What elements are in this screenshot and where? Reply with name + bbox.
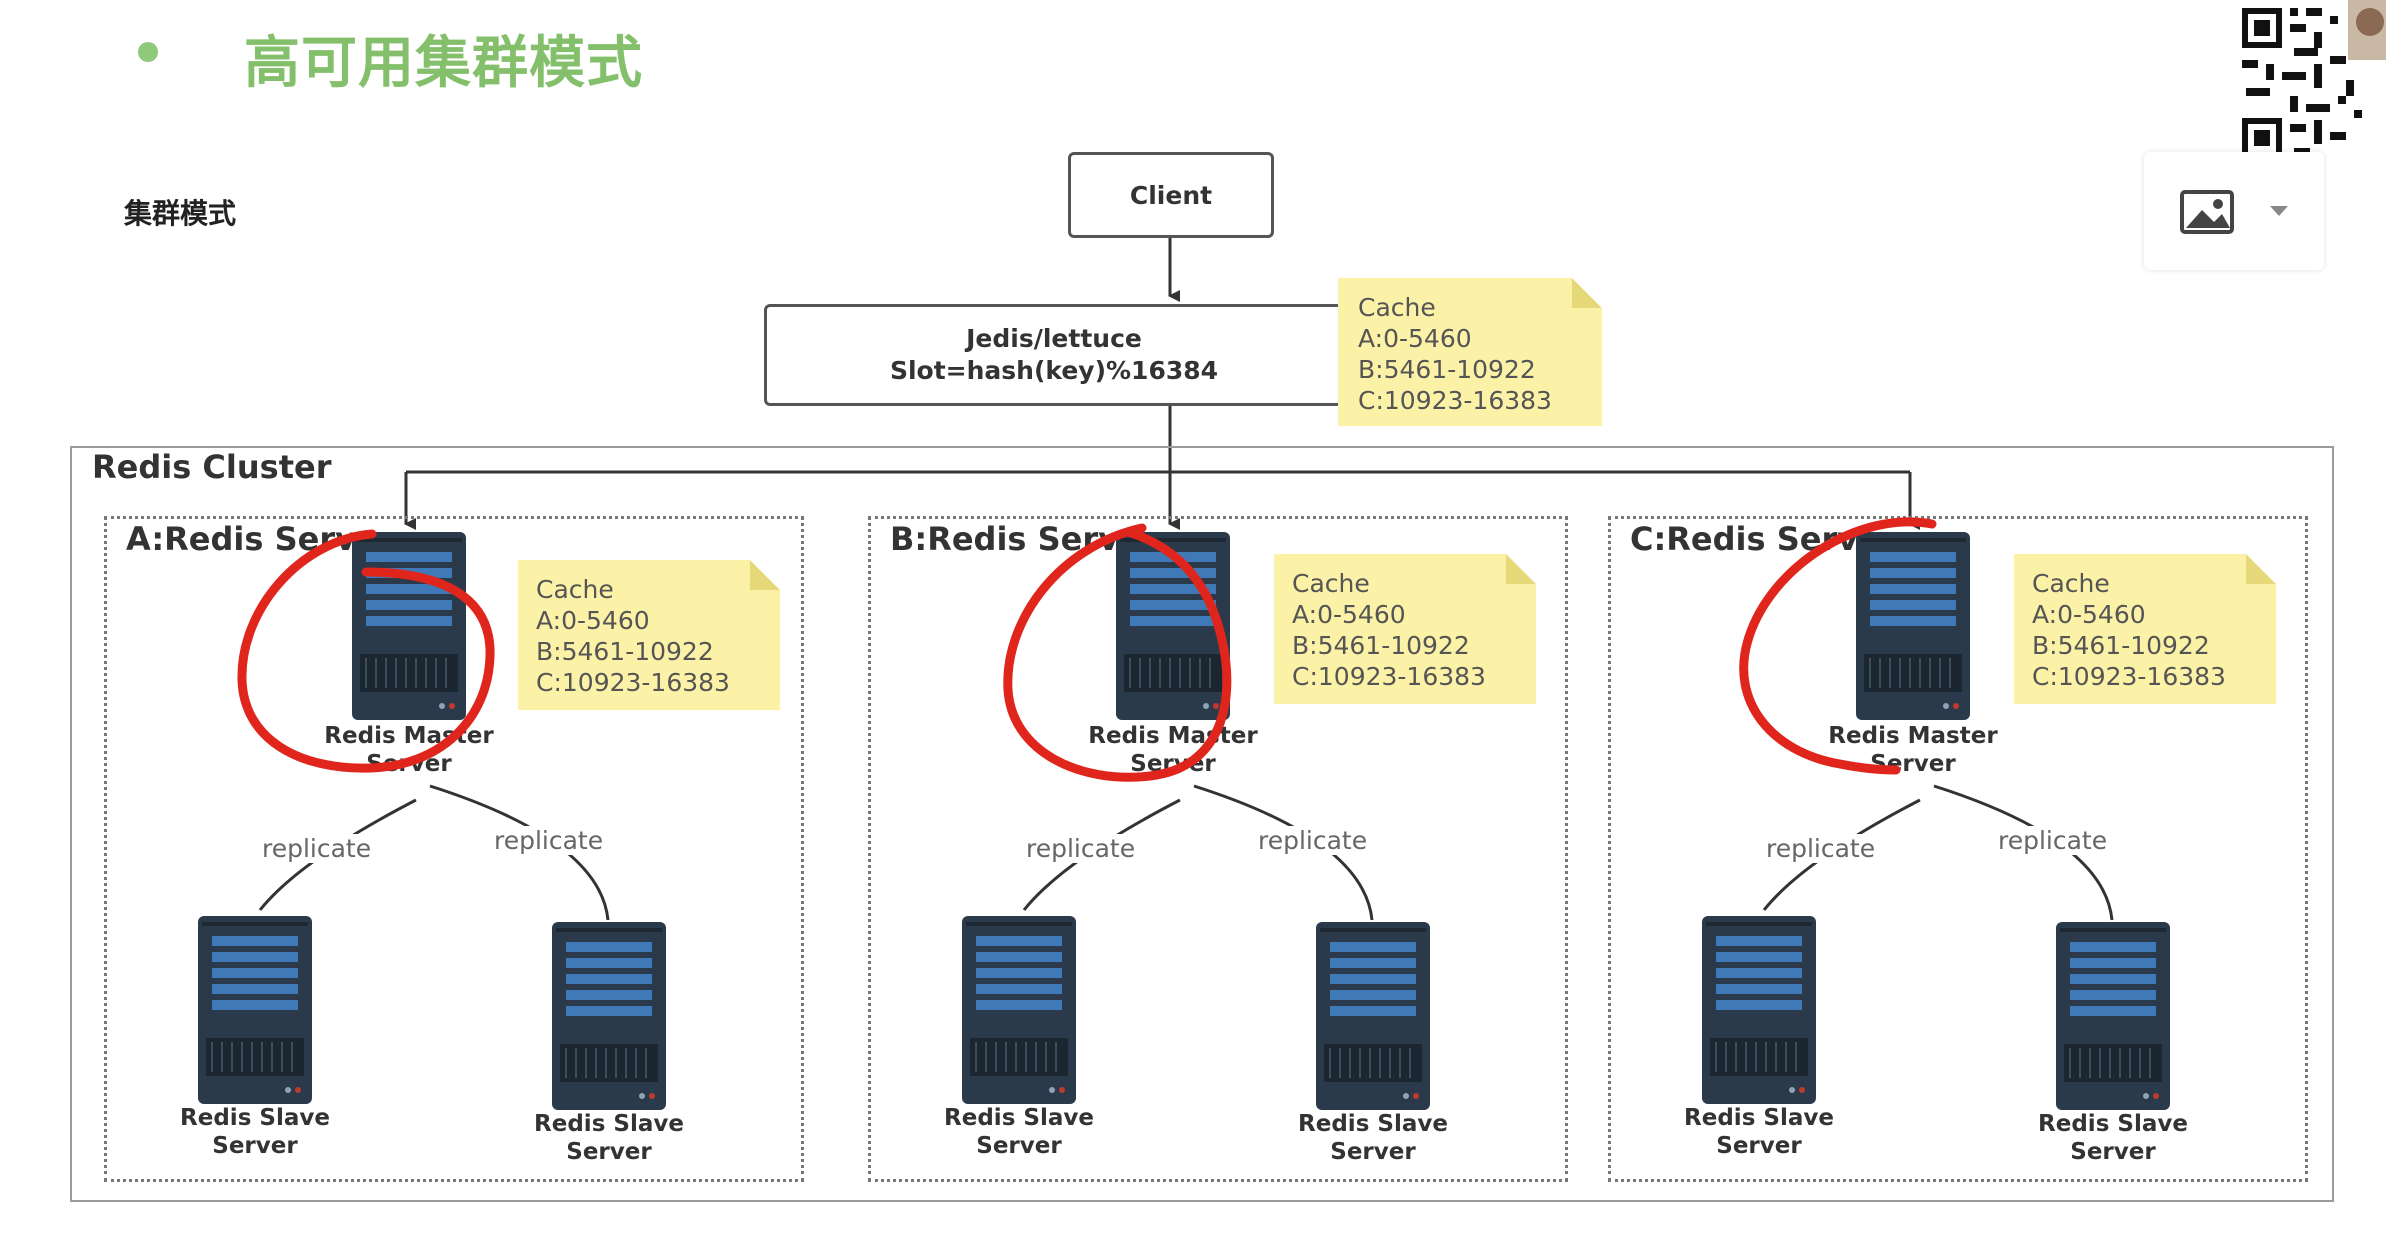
cache-note-line: C:10923-16383 (1292, 662, 1486, 691)
cache-note-line: B:5461-10922 (1292, 631, 1470, 660)
client-label: Client (1129, 180, 1213, 210)
cache-note-title: Cache (536, 575, 614, 604)
master-label-c: Redis Master Server (1828, 723, 1998, 777)
qr-code-icon (2236, 0, 2386, 168)
server-icon (1316, 922, 1430, 1110)
cache-note-a: Cache A:0-5460 B:5461-10922 C:10923-1638… (518, 560, 780, 710)
master-label-b: Redis Master Server (1088, 723, 1258, 777)
chevron-down-icon[interactable] (2270, 206, 2288, 216)
cache-note-line: C:10923-16383 (1358, 386, 1552, 415)
slave-label-a-left: Redis Slave Server (180, 1105, 330, 1159)
cache-note-title: Cache (2032, 569, 2110, 598)
slave-label-c-left: Redis Slave Server (1684, 1105, 1834, 1159)
server-icon (2056, 922, 2170, 1110)
server-group-c (1608, 516, 2308, 1182)
server-icon (1702, 916, 1816, 1104)
cache-note-title: Cache (1292, 569, 1370, 598)
router-box: Jedis/lettuce Slot=hash(key)%16384 (764, 304, 1344, 406)
bullet-icon (138, 42, 158, 62)
slave-label-b-left: Redis Slave Server (944, 1105, 1094, 1159)
slave-label-c-right: Redis Slave Server (2038, 1111, 2188, 1165)
server-icon (1116, 532, 1230, 720)
server-icon (1856, 532, 1970, 720)
server-group-b (868, 516, 1568, 1182)
slave-label-b-right: Redis Slave Server (1298, 1111, 1448, 1165)
cache-note-line: B:5461-10922 (2032, 631, 2210, 660)
cache-note-line: B:5461-10922 (536, 637, 714, 666)
replicate-label: replicate (262, 834, 372, 863)
cache-note-line: C:10923-16383 (536, 668, 730, 697)
image-toolbar[interactable] (2144, 152, 2324, 270)
replicate-label: replicate (1258, 826, 1368, 855)
master-label-a: Redis Master Server (324, 723, 494, 777)
cache-note-line: A:0-5460 (2032, 600, 2146, 629)
replicate-label: replicate (1766, 834, 1876, 863)
cache-note-line: A:0-5460 (1292, 600, 1406, 629)
cache-note-line: B:5461-10922 (1358, 355, 1536, 384)
cache-note-line: A:0-5460 (536, 606, 650, 635)
page-title: 高可用集群模式 (244, 31, 643, 96)
cache-note-line: C:10923-16383 (2032, 662, 2226, 691)
client-box: Client (1068, 152, 1274, 238)
server-group-a (104, 516, 804, 1182)
router-line-2: Slot=hash(key)%16384 (889, 356, 1219, 385)
cluster-label: Redis Cluster (92, 448, 332, 486)
cache-note-line: A:0-5460 (1358, 324, 1472, 353)
image-icon[interactable] (2180, 190, 2234, 234)
server-icon (962, 916, 1076, 1104)
router-line-1: Jedis/lettuce (966, 324, 1142, 353)
replicate-label: replicate (1998, 826, 2108, 855)
replicate-label: replicate (1026, 834, 1136, 863)
cache-note-top: Cache A:0-5460 B:5461-10922 C:10923-1638… (1338, 278, 1602, 426)
cache-note-c: Cache A:0-5460 B:5461-10922 C:10923-1638… (2014, 554, 2276, 704)
server-icon (198, 916, 312, 1104)
cache-note-title: Cache (1358, 293, 1436, 322)
server-icon (352, 532, 466, 720)
section-subtitle: 集群模式 (124, 197, 237, 230)
slave-label-a-right: Redis Slave Server (534, 1111, 684, 1165)
redis-cluster-container (70, 446, 2334, 1202)
cache-note-b: Cache A:0-5460 B:5461-10922 C:10923-1638… (1274, 554, 1536, 704)
server-icon (552, 922, 666, 1110)
replicate-label: replicate (494, 826, 604, 855)
